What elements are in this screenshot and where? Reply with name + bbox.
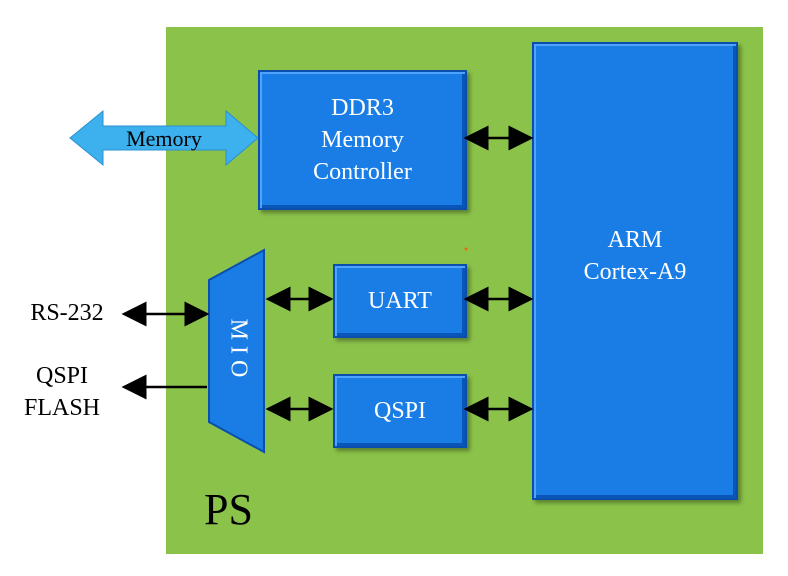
ps-region-label: PS	[204, 485, 253, 534]
arm-line-1: ARM	[607, 227, 663, 253]
marker-dot	[464, 247, 468, 251]
uart-label: UART	[368, 287, 432, 314]
ddr-line-1: DDR3	[331, 95, 394, 121]
memory-arrow-label: Memory	[126, 126, 202, 151]
ddr3-memory-controller-block: DDR3 Memory Controller	[258, 70, 467, 210]
qspi-flash-line-1: QSPI	[35, 363, 89, 389]
rs232-label: RS-232	[30, 300, 104, 326]
qspi-block: QSPI	[333, 374, 467, 448]
ddr-line-3: Controller	[313, 159, 412, 185]
qspi-label: QSPI	[373, 397, 427, 424]
mio-label: MIO	[225, 319, 251, 384]
qspi-flash-label: QSPI FLASH	[10, 360, 114, 424]
arm-cortex-a9-block: ARM Cortex-A9	[532, 42, 738, 500]
memory-arrow: Memory	[69, 109, 259, 167]
ddr-line-2: Memory	[321, 127, 404, 153]
mio-block: MIO	[208, 248, 265, 454]
arm-line-2: Cortex-A9	[583, 259, 687, 285]
qspi-flash-line-2: FLASH	[23, 395, 101, 421]
